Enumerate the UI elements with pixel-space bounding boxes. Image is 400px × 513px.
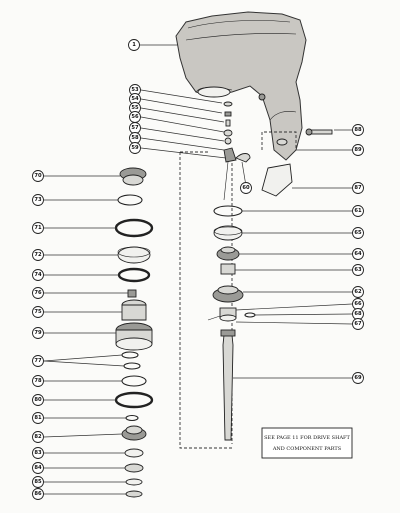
callout-74: 74: [32, 269, 44, 281]
svg-text:75: 75: [34, 309, 42, 315]
svg-text:85: 85: [34, 479, 42, 485]
svg-text:82: 82: [34, 434, 42, 440]
callout-63: 63: [352, 264, 364, 276]
callout-88: 88: [352, 124, 364, 136]
svg-text:66: 66: [354, 301, 362, 307]
svg-text:68: 68: [354, 311, 362, 317]
gear-housing: [175, 11, 307, 161]
svg-text:72: 72: [34, 252, 42, 258]
callout-73: 73: [32, 194, 44, 206]
callout-62: 62: [352, 286, 364, 298]
callout-76: 76: [32, 287, 44, 299]
callout-69: 69: [352, 372, 364, 384]
callout-85: 85: [32, 476, 44, 488]
svg-text:74: 74: [34, 272, 42, 278]
svg-text:1: 1: [132, 42, 136, 48]
svg-text:59: 59: [131, 145, 139, 151]
callout-80: 80: [32, 394, 44, 406]
callout-67: 67: [352, 318, 364, 330]
callout-64: 64: [352, 248, 364, 260]
callout-83: 83: [32, 447, 44, 459]
callout-82: 82: [32, 431, 44, 443]
svg-text:83: 83: [34, 450, 42, 456]
reference-note-box: SEE PAGE 11 FOR DRIVE SHAFT AND COMPONEN…: [261, 427, 353, 459]
svg-text:89: 89: [354, 147, 362, 153]
svg-text:81: 81: [34, 415, 42, 421]
svg-text:55: 55: [131, 105, 139, 111]
callout-87: 87: [352, 182, 364, 194]
callout-1: 1: [128, 39, 140, 51]
right-parts-stack: [207, 205, 256, 441]
svg-text:78: 78: [34, 378, 42, 384]
callout-59: 59: [129, 142, 141, 154]
svg-text:80: 80: [34, 397, 42, 403]
leader-lines: [43, 44, 353, 495]
svg-text:88: 88: [354, 127, 362, 133]
callout-75: 75: [32, 306, 44, 318]
svg-text:62: 62: [354, 289, 362, 295]
callout-61: 61: [352, 205, 364, 217]
svg-text:67: 67: [354, 321, 362, 327]
svg-text:53: 53: [131, 87, 139, 93]
callout-78: 78: [32, 375, 44, 387]
svg-text:87: 87: [354, 185, 362, 191]
svg-text:70: 70: [34, 173, 42, 179]
svg-text:63: 63: [354, 267, 362, 273]
svg-text:54: 54: [131, 96, 139, 102]
callout-58: 58: [129, 132, 141, 144]
callout-77: 77: [32, 355, 44, 367]
callout-71: 71: [32, 222, 44, 234]
svg-text:86: 86: [34, 491, 42, 497]
callout-70: 70: [32, 170, 44, 182]
svg-text:69: 69: [354, 375, 362, 381]
callout-86: 86: [32, 488, 44, 500]
reference-note-line1: SEE PAGE 11 FOR DRIVE SHAFT: [264, 435, 350, 441]
svg-text:64: 64: [354, 251, 362, 257]
svg-text:73: 73: [34, 197, 42, 203]
svg-text:76: 76: [34, 290, 42, 296]
svg-text:71: 71: [34, 225, 42, 231]
callout-89: 89: [352, 144, 364, 156]
svg-text:61: 61: [354, 208, 362, 214]
svg-text:57: 57: [131, 125, 139, 131]
callout-68: 68: [352, 308, 364, 320]
svg-text:84: 84: [34, 465, 42, 471]
left-parts-stack: [114, 167, 154, 498]
reference-note-line2: AND COMPONENT PARTS: [272, 446, 342, 452]
svg-text:79: 79: [34, 330, 42, 336]
callout-84: 84: [32, 462, 44, 474]
svg-text:60: 60: [242, 185, 250, 191]
callout-81: 81: [32, 412, 44, 424]
callout-57: 57: [129, 122, 141, 134]
callout-72: 72: [32, 249, 44, 261]
centerline-left: [179, 151, 234, 449]
svg-text:77: 77: [34, 358, 42, 364]
callout-60: 60: [240, 182, 252, 194]
shift-components: [223, 101, 333, 201]
svg-text:65: 65: [354, 230, 362, 236]
callout-79: 79: [32, 327, 44, 339]
callout-55: 55: [129, 102, 141, 114]
callout-56: 56: [129, 111, 141, 123]
svg-text:58: 58: [131, 135, 139, 141]
callout-66: 66: [352, 298, 364, 310]
callout-65: 65: [352, 227, 364, 239]
svg-text:56: 56: [131, 114, 139, 120]
